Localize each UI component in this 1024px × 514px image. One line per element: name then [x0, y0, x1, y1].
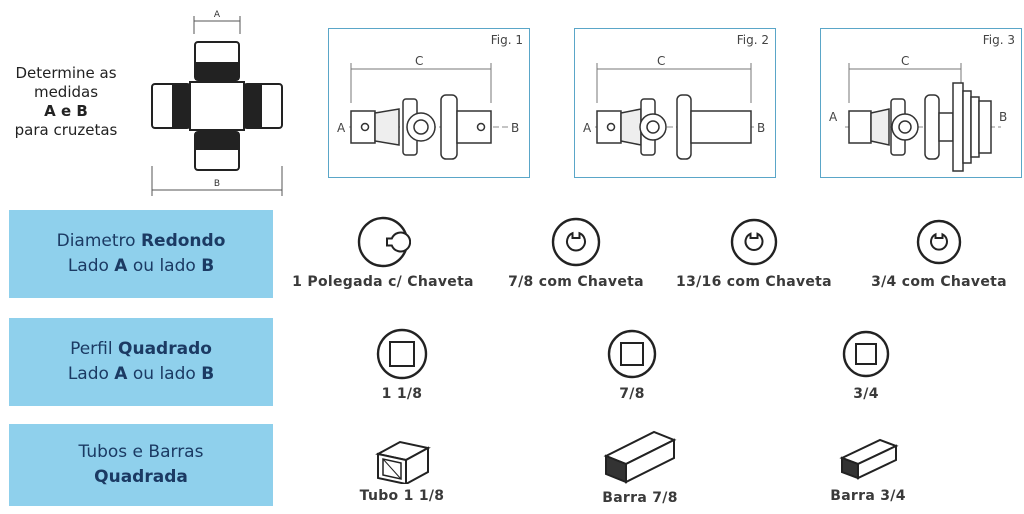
square-profile-icon — [376, 328, 428, 380]
square-bar-icon — [603, 430, 677, 484]
square-title-part1: Perfil — [70, 339, 119, 359]
square-profile-icon — [607, 329, 657, 379]
tubes-section-panel: Tubos e Barras Quadrada — [9, 424, 273, 506]
fig2-label: Fig. 2 — [736, 33, 769, 47]
square-item-3: 3/4 — [806, 326, 926, 402]
fig2-end-b: B — [757, 121, 765, 135]
square-subtitle-part1: Lado — [67, 364, 115, 384]
figure-1-drawing: C A B — [337, 54, 519, 160]
bottom-cup-band — [195, 132, 239, 150]
tubes-item-2: Barra 7/8 — [580, 426, 700, 506]
round-subtitle-b: B — [201, 256, 215, 276]
round-item-2: 7/8 com Chaveta — [496, 214, 656, 290]
square-item-2: 7/8 — [572, 326, 692, 402]
right-cup-band — [244, 84, 262, 128]
round-item-1-label: 1 Polegada c/ Chaveta — [292, 274, 474, 290]
square-item-1-label: 1 1/8 — [381, 386, 423, 402]
tubes-title-bold: Quadrada — [94, 467, 188, 487]
round-title-bold: Redondo — [140, 231, 226, 251]
round-item-3: 13/16 com Chaveta — [664, 214, 844, 290]
fig2-end-a: A — [583, 121, 592, 135]
round-item-3-label: 13/16 com Chaveta — [676, 274, 832, 290]
top-cup-band — [195, 62, 239, 80]
round-subtitle: Lado A ou lado B — [68, 254, 214, 279]
square-subtitle-b: B — [201, 364, 215, 384]
intro-line-4: para cruzetas — [14, 121, 118, 139]
fig3-dim-c: C — [901, 54, 909, 68]
fig1-end-b: B — [511, 121, 519, 135]
square-item-3-label: 3/4 — [853, 386, 879, 402]
fig3-end-a: A — [829, 110, 838, 124]
tubes-item-1-label: Tubo 1 1/8 — [359, 488, 445, 504]
round-keyed-shaft-icon — [551, 217, 601, 267]
square-item-2-label: 7/8 — [619, 386, 645, 402]
figure-3: C A B Fig. 3 — [820, 28, 1022, 178]
dim-a-label: A — [214, 10, 221, 20]
round-subtitle-a: A — [114, 256, 128, 276]
round-subtitle-mid: ou lado — [127, 256, 202, 276]
fig1-end-a: A — [337, 121, 346, 135]
fig1-dim-c: C — [415, 54, 423, 68]
cross-diagram: A B — [151, 10, 283, 196]
round-subtitle-part1: Lado — [67, 256, 115, 276]
square-tube-icon — [375, 440, 431, 486]
square-subtitle-mid: ou lado — [127, 364, 202, 384]
intro-line-3: A e B — [44, 102, 88, 120]
round-keyed-shaft-icon — [730, 218, 778, 266]
cross-center — [189, 81, 245, 131]
figure-1: C A B Fig. 1 — [328, 28, 530, 178]
fig1-label: Fig. 1 — [490, 33, 523, 47]
tubes-item-3: Barra 3/4 — [808, 430, 928, 504]
intro-line-1: Determine as — [15, 64, 117, 82]
square-title-bold: Quadrado — [118, 339, 212, 359]
intro-line-2: medidas — [33, 83, 99, 101]
dim-b-label: B — [214, 179, 220, 189]
left-cup-band — [172, 84, 190, 128]
round-title-part1: Diametro — [56, 231, 141, 251]
round-title: Diametro Redondo — [57, 229, 226, 254]
square-subtitle-a: A — [114, 364, 128, 384]
tubes-title-line1: Tubos e Barras — [78, 442, 204, 462]
tubes-item-1: Tubo 1 1/8 — [342, 430, 462, 504]
tubes-item-3-label: Barra 3/4 — [830, 488, 906, 504]
round-item-1: 1 Polegada c/ Chaveta — [278, 214, 488, 290]
round-keyed-shaft-icon — [357, 216, 412, 268]
round-item-4: 3/4 com Chaveta — [854, 214, 1024, 290]
square-section-panel: Perfil Quadrado Lado A ou lado B — [9, 318, 273, 406]
round-section-panel: Diametro Redondo Lado A ou lado B — [9, 210, 273, 298]
round-keyed-shaft-icon — [916, 219, 962, 265]
square-item-1: 1 1/8 — [342, 326, 462, 402]
fig2-dim-c: C — [657, 54, 665, 68]
figure-3-drawing: C A B — [829, 54, 1007, 172]
fig3-end-b: B — [999, 110, 1007, 124]
round-item-2-label: 7/8 com Chaveta — [508, 274, 644, 290]
tubes-item-2-label: Barra 7/8 — [602, 490, 678, 506]
round-item-4-label: 3/4 com Chaveta — [871, 274, 1007, 290]
figure-2-drawing: C A B — [583, 54, 765, 160]
square-subtitle: Lado A ou lado B — [68, 362, 214, 387]
square-title: Perfil Quadrado — [70, 337, 212, 362]
intro-text: Determine as medidas A e B para cruzetas — [0, 64, 132, 140]
figure-2: C A B Fig. 2 — [574, 28, 776, 178]
fig3-label: Fig. 3 — [982, 33, 1015, 47]
square-bar-icon — [839, 438, 899, 480]
square-profile-icon — [842, 330, 890, 378]
